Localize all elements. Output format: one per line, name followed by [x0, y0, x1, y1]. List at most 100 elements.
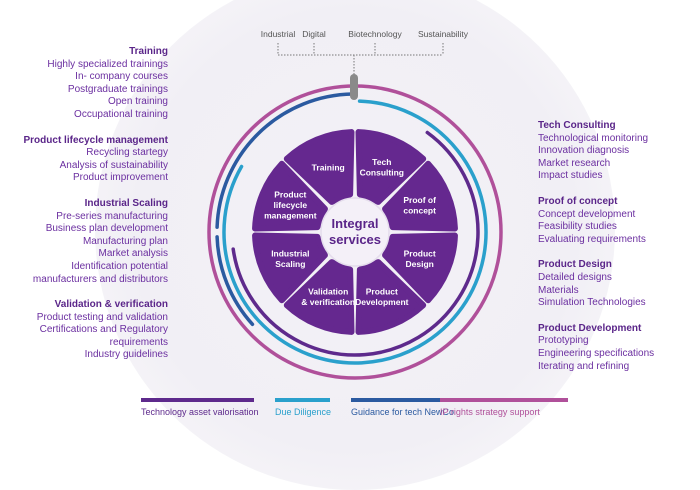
center-hub [320, 197, 390, 267]
group-item: Materials [538, 284, 579, 296]
segment-label: Tech [372, 157, 391, 167]
group-item: Open training [107, 96, 168, 108]
legend-swatch [440, 398, 568, 402]
group-item: Market research [538, 157, 611, 169]
sector-category: Digital [302, 29, 326, 39]
group-item: Identification potential [71, 260, 168, 272]
group-item: Prototyping [538, 335, 589, 347]
group-item: Business plan development [45, 223, 168, 235]
legend-swatch [141, 398, 254, 402]
group-item: Concept development [538, 208, 636, 220]
group-item: requirements [109, 336, 168, 348]
legend-item: IP rights strategy support [440, 398, 568, 417]
segment-label: Scaling [275, 259, 305, 269]
legend-label: Guidance for tech NewCo [351, 407, 455, 417]
group-item: Certifications and Regulatory [39, 324, 168, 336]
segment-shape [382, 160, 458, 232]
legend-label: Technology asset valorisation [141, 407, 259, 417]
group-title: Product Development [538, 322, 642, 334]
group-item: Technological monitoring [538, 132, 649, 144]
sector-category: Industrial [261, 29, 296, 39]
group-item: Occupational training [74, 108, 168, 120]
segment-label: Proof of [403, 195, 436, 205]
segment-label: Product [404, 249, 436, 259]
sector-category: Biotechnology [348, 29, 402, 39]
segment-label: lifecycle [274, 200, 308, 210]
group-item: Evaluating requirements [538, 233, 646, 245]
segment-label: Product [274, 190, 306, 200]
legend-label: Due Diligence [275, 407, 332, 417]
segment-label: & verification [301, 297, 355, 307]
group-item: Impact studies [538, 170, 603, 182]
segment-label: Training [312, 162, 345, 172]
group-item: Product testing and validation [36, 311, 168, 323]
legend-item: Guidance for tech NewCo [351, 398, 454, 417]
segment-shape [283, 259, 355, 335]
segment-label: Design [405, 259, 433, 269]
sector-bracket [277, 43, 444, 78]
ring-due-diligence [222, 99, 488, 365]
group-item: Product improvement [72, 172, 168, 184]
segment-label: Validation [308, 286, 348, 296]
segment-label: Product [366, 286, 398, 296]
legend-item: Technology asset valorisation [141, 398, 259, 417]
wheel-segment[interactable]: Training [283, 129, 355, 205]
group-item: Innovation diagnosis [538, 145, 630, 157]
group-item: Manufacturing plan [82, 235, 168, 247]
group-item: Recycling startegy [86, 147, 168, 159]
group-item: Postgraduate trainings [67, 83, 168, 95]
center-title-line1: Integral [332, 216, 379, 231]
ring-start-marker [350, 74, 358, 100]
group-title: Product lifecycle management [23, 134, 169, 146]
group-title: Proof of concept [538, 195, 618, 207]
group-item: Feasibility studies [538, 221, 617, 233]
segment-label: Development [355, 297, 409, 307]
legend-swatch [275, 398, 330, 402]
group-item: Market analysis [98, 248, 168, 260]
group-title: Tech Consulting [538, 120, 616, 131]
segment-shape [252, 160, 328, 232]
group-title: Validation & verification [54, 299, 168, 311]
group-item: manufacturers and distributors [32, 273, 168, 285]
wheel-segment[interactable]: Validation& verification [283, 259, 355, 335]
segment-shape [283, 129, 355, 205]
group-item: Highly specialized trainings [47, 58, 168, 70]
ring-guidance-newco [215, 92, 355, 229]
group-item: Detailed designs [538, 271, 612, 283]
group-title: Training [129, 46, 168, 57]
segment-label: Industrial [271, 249, 309, 259]
legend-label: IP rights strategy support [440, 407, 540, 417]
segment-shape [252, 232, 328, 304]
group-title: Product Design [538, 259, 612, 271]
group-item: Industry guidelines [84, 349, 168, 361]
group-item: Simulation Technologies [538, 297, 646, 309]
segment-label: management [264, 211, 317, 221]
group-item: In- company courses [75, 71, 168, 83]
group-item: Iterating and refining [538, 360, 630, 372]
center-title-line2: services [329, 232, 381, 247]
group-item: Analysis of sustainability [59, 159, 168, 171]
group-item: Engineering specifications [538, 347, 655, 359]
legend-item: Due Diligence [275, 398, 331, 417]
legend-swatch [351, 398, 452, 402]
segment-shape [382, 232, 458, 304]
segment-label: Consulting [360, 168, 404, 178]
segment-label: concept [403, 205, 436, 215]
segment-shape [355, 129, 427, 205]
